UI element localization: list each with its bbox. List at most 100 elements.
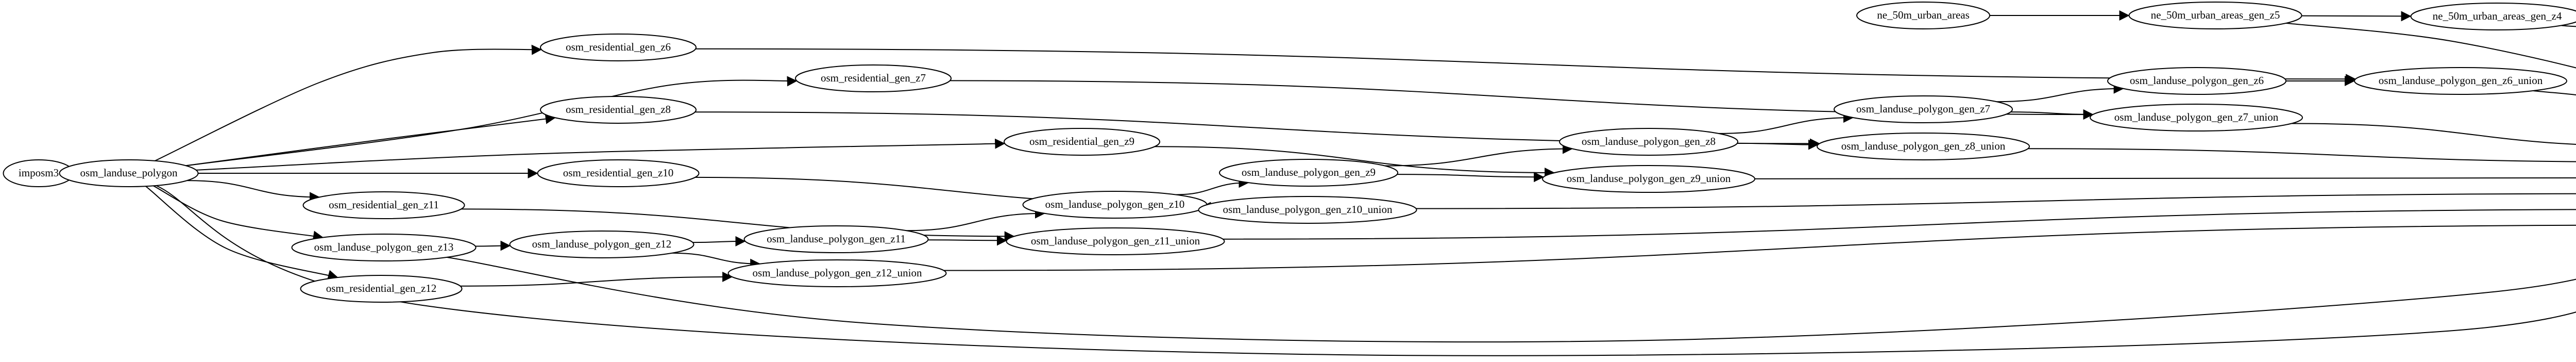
node-ellipse-osm_residential_gen_z11 — [302, 191, 465, 219]
node-ellipse-osm_landuse_polygon — [59, 159, 199, 187]
node-label-osm_landuse_polygon_gen_z7: osm_landuse_polygon_gen_z7 — [1856, 103, 1990, 115]
node-ellipse-osm_landuse_polygon_gen_z11 — [743, 225, 929, 253]
node-osm_landuse_polygon_gen_z8_union: osm_landuse_polygon_gen_z8_union — [1817, 133, 2030, 160]
node-osm_landuse_polygon_gen_z9: osm_landuse_polygon_gen_z9 — [1219, 159, 1398, 187]
node-label-osm_landuse_polygon_gen_z8_union: osm_landuse_polygon_gen_z8_union — [1841, 140, 2006, 152]
node-osm_landuse_polygon_gen_z9_union: osm_landuse_polygon_gen_z9_union — [1542, 165, 1755, 193]
node-osm_landuse_polygon_gen_z6: osm_landuse_polygon_gen_z6 — [2107, 67, 2286, 95]
node-ellipse-osm_residential_gen_z9 — [1004, 128, 1160, 156]
node-osm_residential_gen_z12: osm_residential_gen_z12 — [300, 275, 463, 303]
node-osm_residential_gen_z9: osm_residential_gen_z9 — [1004, 128, 1160, 156]
node-imposm3: imposm3 — [3, 159, 75, 187]
edge-osm_landuse_polygon_gen_z8-to-osm_landuse_polygon_gen_z7 — [1718, 112, 1854, 134]
node-label-osm_landuse_polygon_gen_z10_union: osm_landuse_polygon_gen_z10_union — [1223, 203, 1393, 216]
edge-osm_landuse_polygon-to-osm_landuse_polygon_gen_z13 — [153, 185, 324, 241]
edge-osm_landuse_polygon-to-osm_residential_gen_z6 — [155, 44, 542, 161]
node-ellipse-osm_landuse_polygon_gen_z6_union — [2354, 67, 2567, 95]
node-ellipse-osm_landuse_polygon_gen_z11_union — [1006, 227, 1225, 255]
node-label-osm_landuse_polygon_gen_z7_union: osm_landuse_polygon_gen_z7_union — [2114, 111, 2279, 123]
edge-osm_landuse_polygon_gen_z9_union-to-z9 — [1754, 177, 2576, 179]
node-label-osm_residential_gen_z7: osm_residential_gen_z7 — [821, 72, 926, 84]
node-osm_residential_gen_z11: osm_residential_gen_z11 — [302, 191, 465, 219]
node-osm_residential_gen_z10: osm_residential_gen_z10 — [537, 159, 700, 187]
node-label-imposm3: imposm3 — [19, 167, 59, 179]
node-label-osm_landuse_polygon_gen_z9_union: osm_landuse_polygon_gen_z9_union — [1567, 172, 1731, 185]
node-label-osm_residential_gen_z8: osm_residential_gen_z8 — [566, 103, 671, 116]
node-ellipse-osm_residential_gen_z10 — [537, 159, 700, 187]
node-osm_residential_gen_z8: osm_residential_gen_z8 — [540, 96, 697, 124]
node-label-ne_50m_urban_areas_gen_z5: ne_50m_urban_areas_gen_z5 — [2151, 9, 2280, 21]
node-label-osm_landuse_polygon_gen_z11_union: osm_landuse_polygon_gen_z11_union — [1031, 235, 1200, 247]
edge-osm_landuse_polygon-to-osm_residential_gen_z12 — [145, 186, 338, 280]
edge-osm_landuse_polygon_gen_z8_union-to-z8 — [2028, 148, 2576, 162]
node-ellipse-osm_landuse_polygon_gen_z7 — [1834, 95, 2013, 123]
edge-ne_50m_urban_areas_gen_z5-to-z5 — [2286, 22, 2576, 69]
node-osm_landuse_polygon_gen_z7: osm_landuse_polygon_gen_z7 — [1834, 95, 2013, 123]
node-ellipse-ne_50m_urban_areas — [1856, 2, 1990, 29]
node-label-osm_residential_gen_z6: osm_residential_gen_z6 — [566, 41, 671, 53]
node-osm_residential_gen_z7: osm_residential_gen_z7 — [795, 64, 952, 92]
node-ne_50m_urban_areas: ne_50m_urban_areas — [1856, 2, 1990, 29]
node-ellipse-osm_landuse_polygon_gen_z8_union — [1817, 133, 2030, 160]
node-label-osm_landuse_polygon_gen_z8: osm_landuse_polygon_gen_z8 — [1582, 135, 1716, 147]
edge-osm_landuse_polygon-to-osm_residential_gen_z9 — [196, 138, 1006, 171]
node-label-ne_50m_urban_areas_gen_z4: ne_50m_urban_areas_gen_z4 — [2433, 10, 2562, 22]
edge-osm_landuse_polygon_gen_z6_union-to-z6 — [2533, 90, 2576, 96]
node-ellipse-osm_landuse_polygon_gen_z13 — [291, 234, 477, 261]
node-osm_landuse_polygon: osm_landuse_polygon — [59, 159, 199, 187]
edge-osm_landuse_polygon_gen_z10_union-to-z10 — [1416, 193, 2576, 209]
node-label-osm_landuse_polygon_gen_z6: osm_landuse_polygon_gen_z6 — [2130, 74, 2264, 87]
edge-osm_landuse_polygon_gen_z13-to-z13 — [447, 256, 2576, 343]
node-ellipse-osm_residential_gen_z6 — [540, 34, 697, 61]
node-ellipse-osm_landuse_polygon_gen_z10_union — [1198, 196, 1417, 224]
node-osm_landuse_polygon_gen_z13: osm_landuse_polygon_gen_z13 — [291, 234, 477, 261]
node-osm_landuse_polygon_gen_z11_union: osm_landuse_polygon_gen_z11_union — [1006, 227, 1225, 255]
node-osm_landuse_polygon_gen_z11: osm_landuse_polygon_gen_z11 — [743, 225, 929, 253]
node-ne_50m_urban_areas_gen_z5: ne_50m_urban_areas_gen_z5 — [2128, 2, 2302, 29]
node-label-osm_landuse_polygon_gen_z9: osm_landuse_polygon_gen_z9 — [1242, 166, 1376, 178]
node-ne_50m_urban_areas_gen_z4: ne_50m_urban_areas_gen_z4 — [2410, 3, 2576, 30]
node-ellipse-ne_50m_urban_areas_gen_z4 — [2410, 3, 2576, 30]
edge-osm_residential_gen_z12-to-osm_landuse_polygon_gen_z12_union — [460, 271, 733, 287]
node-osm_landuse_polygon_gen_z8: osm_landuse_polygon_gen_z8 — [1559, 128, 1738, 156]
edge-osm_landuse_polygon_gen_z11-to-osm_landuse_polygon_gen_z10 — [906, 208, 1045, 232]
node-label-osm_landuse_polygon_gen_z12: osm_landuse_polygon_gen_z12 — [532, 238, 672, 250]
node-label-osm_landuse_polygon_gen_z13: osm_landuse_polygon_gen_z13 — [314, 241, 454, 253]
node-ellipse-osm_landuse_polygon_gen_z7_union — [2090, 104, 2303, 131]
edge-osm_residential_gen_z11-to-osm_landuse_polygon_gen_z11_union — [461, 208, 1015, 242]
node-ellipse-ne_50m_urban_areas_gen_z5 — [2128, 2, 2302, 29]
node-ellipse-osm_landuse_polygon_gen_z12 — [509, 231, 694, 258]
node-label-osm_residential_gen_z9: osm_residential_gen_z9 — [1029, 135, 1134, 147]
node-label-ne_50m_urban_areas: ne_50m_urban_areas — [1877, 9, 1970, 21]
edge-osm_residential_gen_z6-to-osm_landuse_polygon_gen_z6_union — [696, 48, 2357, 85]
node-osm_landuse_polygon_gen_z12: osm_landuse_polygon_gen_z12 — [509, 231, 694, 258]
node-osm_landuse_polygon_gen_z10: osm_landuse_polygon_gen_z10 — [1022, 191, 1208, 219]
node-ellipse-osm_residential_gen_z12 — [300, 275, 463, 303]
node-osm_residential_gen_z6: osm_residential_gen_z6 — [540, 34, 697, 61]
node-ellipse-osm_landuse_polygon_gen_z8 — [1559, 128, 1738, 156]
edge-osm_residential_gen_z9-to-osm_landuse_polygon_gen_z9_union — [1155, 146, 1555, 178]
node-ellipse-osm_residential_gen_z7 — [795, 64, 952, 92]
edge-osm_landuse_polygon-to-osm_residential_gen_z8 — [185, 113, 556, 167]
edge-osm_landuse_polygon_gen_z12_union-to-z12 — [943, 224, 2576, 271]
node-osm_landuse_polygon_gen_z6_union: osm_landuse_polygon_gen_z6_union — [2354, 67, 2567, 95]
edge-osm_landuse_polygon_gen_z9-to-osm_landuse_polygon_gen_z8 — [1384, 143, 1573, 167]
node-label-osm_landuse_polygon_gen_z11: osm_landuse_polygon_gen_z11 — [767, 233, 906, 245]
edge-osm_landuse_polygon_gen_z7_union-to-z7 — [2291, 123, 2576, 145]
node-label-osm_landuse_polygon_gen_z6_union: osm_landuse_polygon_gen_z6_union — [2379, 74, 2543, 87]
node-osm_landuse_polygon_gen_z10_union: osm_landuse_polygon_gen_z10_union — [1198, 196, 1417, 224]
edge-ne_50m_urban_areas_gen_z5-to-ne_50m_urban_areas_gen_z4 — [2301, 11, 2412, 22]
edge-ne_50m_urban_areas_gen_z4-to-z4 — [2561, 25, 2576, 27]
edge-osm_landuse_polygon_gen_z12-to-osm_landuse_polygon_gen_z12_union — [672, 252, 761, 269]
node-label-osm_landuse_polygon_gen_z10: osm_landuse_polygon_gen_z10 — [1045, 198, 1185, 210]
node-label-osm_residential_gen_z10: osm_residential_gen_z10 — [563, 167, 674, 179]
node-label-osm_residential_gen_z12: osm_residential_gen_z12 — [326, 282, 437, 294]
node-label-osm_landuse_polygon_gen_z12_union: osm_landuse_polygon_gen_z12_union — [753, 267, 922, 279]
edge-osm_landuse_polygon_gen_z12-to-osm_landuse_polygon_gen_z11 — [692, 236, 746, 246]
node-ellipse-osm_residential_gen_z8 — [540, 96, 697, 124]
node-label-osm_landuse_polygon: osm_landuse_polygon — [80, 167, 178, 179]
edge-osm_landuse_polygon-to-osm_residential_gen_z7 — [185, 76, 798, 167]
node-osm_landuse_polygon_gen_z7_union: osm_landuse_polygon_gen_z7_union — [2090, 104, 2303, 131]
node-ellipse-osm_landuse_polygon_gen_z6 — [2107, 67, 2286, 95]
